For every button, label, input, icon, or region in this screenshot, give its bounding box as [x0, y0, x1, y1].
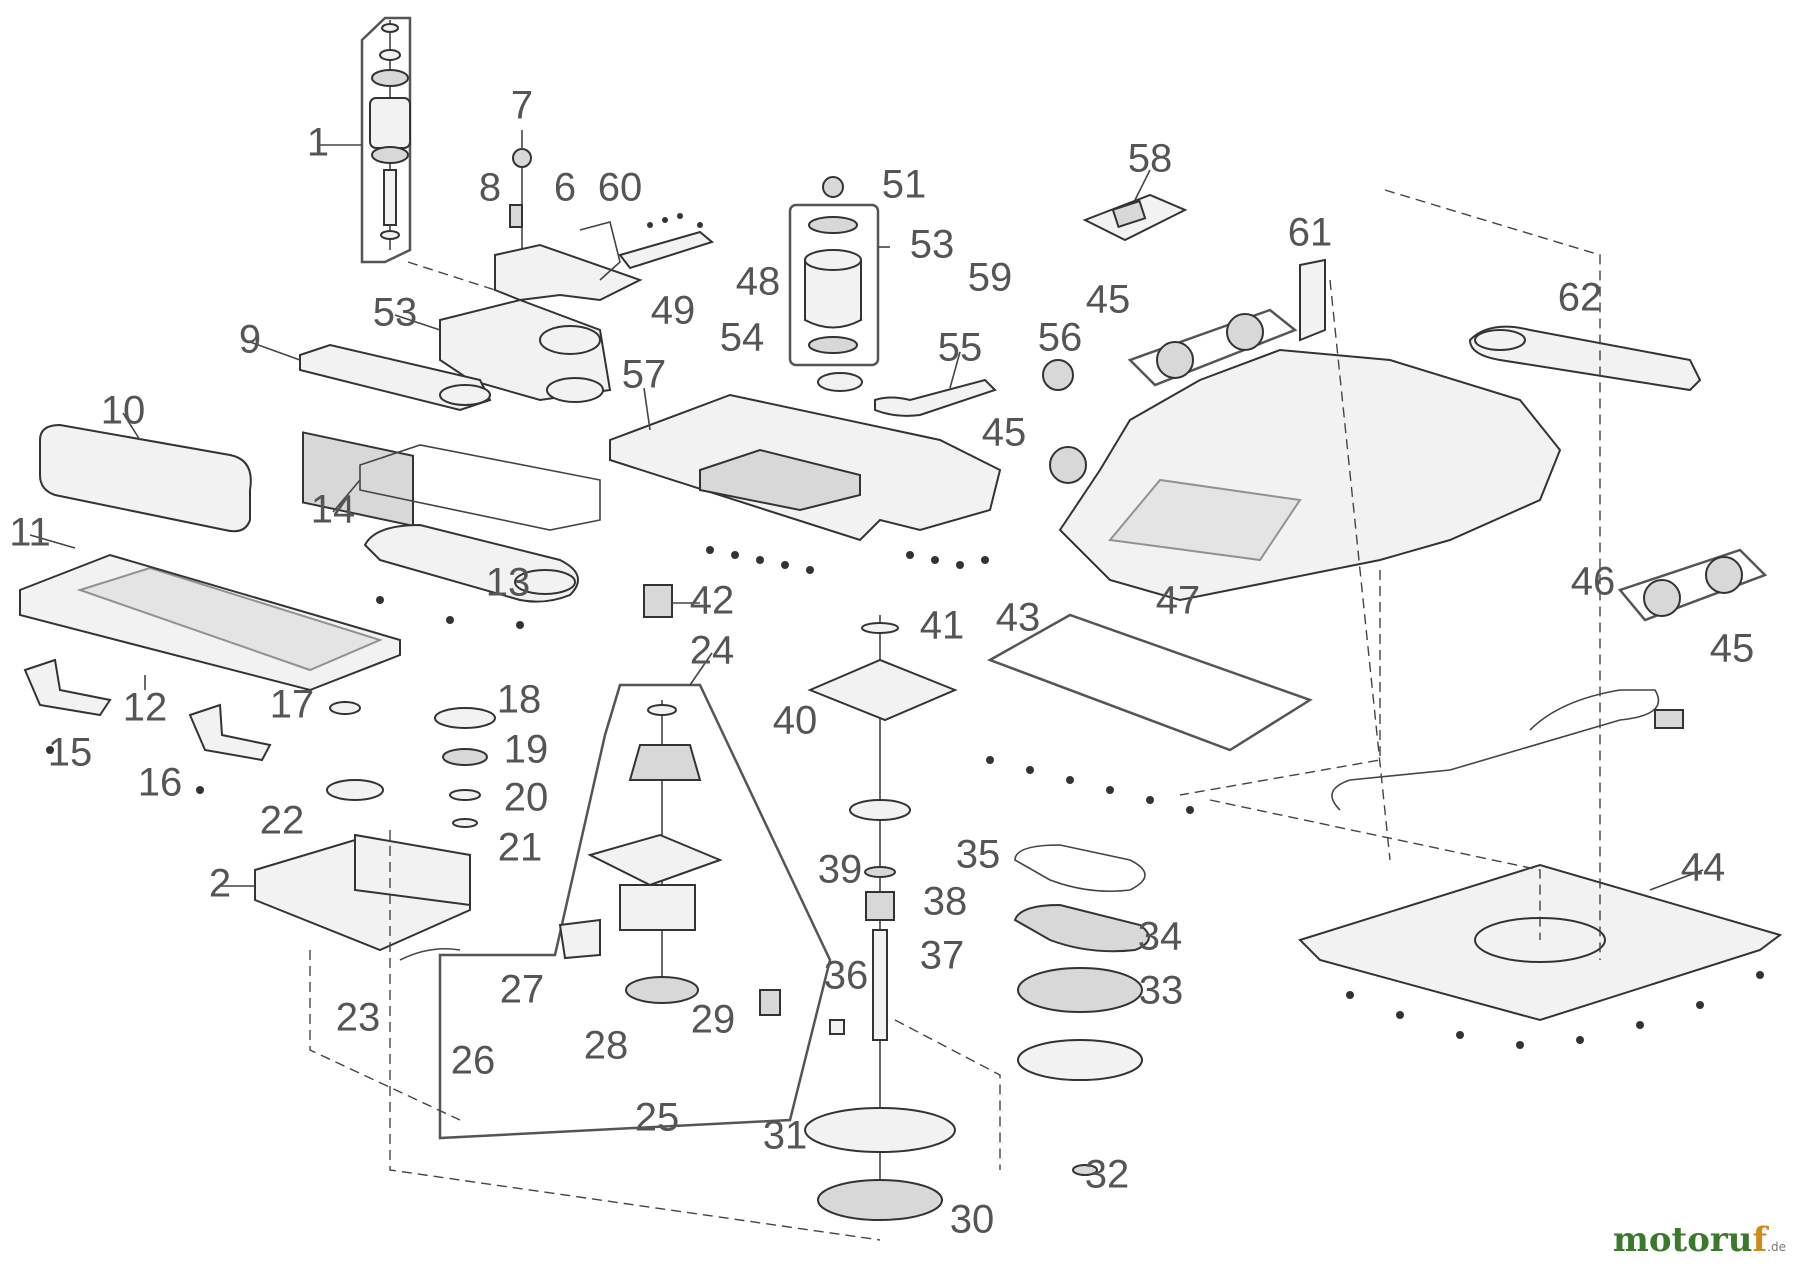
callout-51: 51 [882, 163, 927, 207]
callout-11: 11 [9, 511, 51, 555]
callout-37: 37 [920, 934, 965, 978]
washer-stack-17-22 [326, 701, 496, 828]
callout-58: 58 [1128, 137, 1173, 181]
callout-28: 28 [584, 1024, 629, 1068]
logo-text-accent: f [1752, 1220, 1768, 1260]
callout-59: 59 [968, 256, 1013, 300]
callout-23: 23 [336, 996, 381, 1040]
callout-45: 45 [1710, 627, 1755, 671]
callout-13: 13 [486, 561, 531, 605]
callout-56: 56 [1038, 316, 1083, 360]
callout-42: 42 [690, 579, 735, 623]
callout-53: 53 [910, 223, 955, 267]
callout-14: 14 [311, 488, 356, 532]
callout-9: 9 [239, 318, 261, 362]
callout-24: 24 [690, 629, 735, 673]
callout-57: 57 [622, 353, 667, 397]
assembly-guide-lines [309, 189, 1601, 1241]
base-plate-13 [363, 523, 579, 603]
brand-logo: motoruf.de [1613, 1220, 1786, 1260]
switch-plate-58 [1082, 169, 1188, 242]
callout-17: 17 [270, 683, 315, 727]
callout-39: 39 [818, 848, 863, 892]
plate-62 [1468, 325, 1702, 392]
plate-55 [817, 351, 997, 417]
callout-26: 26 [451, 1039, 496, 1083]
power-cord [1331, 689, 1684, 811]
fastener-screws [46, 546, 1764, 1049]
callout-19: 19 [504, 728, 549, 772]
callout-47: 47 [1156, 579, 1201, 623]
callout-45: 45 [982, 411, 1027, 455]
callout-32: 32 [1085, 1153, 1130, 1197]
bearing-cylinder-53 [788, 176, 890, 367]
part-1-spindle-stack [318, 16, 412, 264]
callout-27: 27 [500, 968, 545, 1012]
callout-31: 31 [763, 1114, 808, 1158]
gear-housing-53 [394, 298, 612, 403]
callout-16: 16 [138, 761, 183, 805]
callout-22: 22 [260, 799, 305, 843]
callout-36: 36 [824, 954, 869, 998]
callout-43: 43 [996, 596, 1041, 640]
callout-48: 48 [736, 260, 781, 304]
belts-and-pulleys [804, 844, 1150, 1221]
callout-41: 41 [920, 604, 965, 648]
callout-10: 10 [101, 389, 146, 433]
callout-44: 44 [1681, 846, 1726, 890]
belt-guard-10 [39, 412, 252, 533]
callout-33: 33 [1139, 969, 1184, 1013]
callout-34: 34 [1138, 915, 1183, 959]
filter-discs-45 [1042, 308, 1768, 622]
cover-57 [609, 387, 1002, 542]
callout-15: 15 [48, 731, 93, 775]
callout-29: 29 [691, 998, 736, 1042]
callout-30: 30 [950, 1198, 995, 1242]
callout-20: 20 [504, 776, 549, 820]
logo-text-main: motoru [1612, 1220, 1753, 1260]
callout-53: 53 [373, 291, 418, 335]
motor-group-24 [438, 652, 832, 1140]
callout-45: 45 [1086, 278, 1131, 322]
callout-2: 2 [209, 862, 231, 906]
callout-18: 18 [497, 678, 542, 722]
callout-49: 49 [651, 289, 696, 333]
callout-7: 7 [511, 84, 533, 128]
callout-21: 21 [498, 826, 543, 870]
callout-1: 1 [307, 121, 329, 165]
callout-54: 54 [720, 316, 765, 360]
fan-housing-2 [220, 833, 471, 961]
callout-62: 62 [1558, 276, 1603, 320]
gasket-14 [332, 444, 601, 531]
callout-25: 25 [635, 1096, 680, 1140]
base-grate-44 [1298, 863, 1783, 1022]
callout-40: 40 [773, 699, 818, 743]
callout-60: 60 [598, 166, 643, 210]
logo-text-suffix: .de [1767, 1240, 1786, 1254]
callout-46: 46 [1571, 560, 1616, 604]
grille-43 [987, 613, 1313, 752]
callout-6: 6 [554, 166, 576, 210]
callout-12: 12 [123, 686, 168, 730]
main-housing [1058, 258, 1562, 602]
callout-35: 35 [956, 833, 1001, 877]
callout-8: 8 [479, 166, 501, 210]
callout-61: 61 [1288, 211, 1333, 255]
callout-55: 55 [938, 326, 983, 370]
table-top-12 [19, 534, 401, 762]
bracket-assembly [407, 130, 715, 302]
callout-38: 38 [923, 880, 968, 924]
